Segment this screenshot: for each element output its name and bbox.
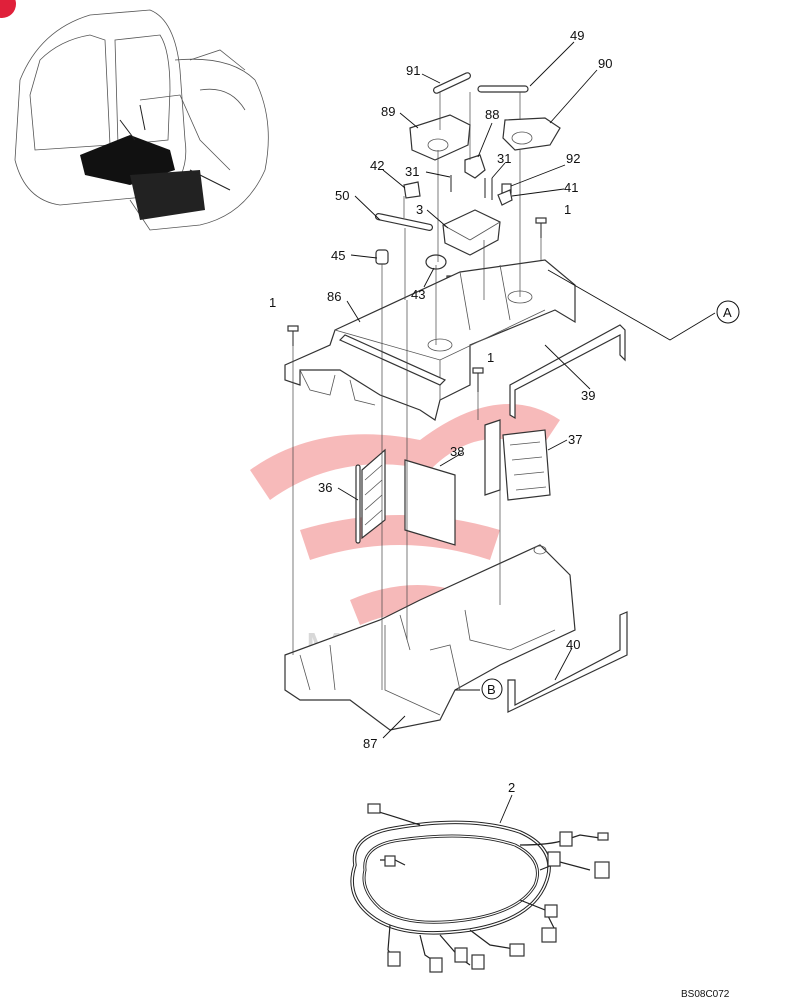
part-37-filter (502, 429, 551, 501)
callout-90: 90 (598, 56, 612, 71)
callout-86: 86 (327, 289, 341, 304)
callout-42: 42 (370, 158, 384, 173)
top-components (374, 72, 561, 296)
part-39-seal (509, 324, 626, 420)
part-38-filter (404, 459, 456, 546)
callout-31-left: 31 (405, 164, 419, 179)
callout-43: 43 (411, 287, 425, 302)
corner-badge (0, 0, 16, 18)
callout-89: 89 (381, 104, 395, 119)
drawing-code: BS08C072 (681, 989, 730, 1000)
callout-41: 41 (564, 180, 578, 195)
callout-49: 49 (570, 28, 584, 43)
filters (355, 419, 551, 546)
marker-a-circle (716, 300, 740, 324)
callout-31-right: 31 (497, 151, 511, 166)
callout-40: 40 (566, 637, 580, 652)
marker-a-label: A (723, 305, 732, 320)
callout-1-left: 1 (269, 295, 276, 310)
callout-38: 38 (450, 444, 464, 459)
callout-92: 92 (566, 151, 580, 166)
callout-37: 37 (568, 432, 582, 447)
callout-3: 3 (416, 202, 423, 217)
part-49-rod (477, 85, 529, 93)
callout-87: 87 (363, 736, 377, 751)
part-36-filter (361, 448, 386, 540)
marker-b-circle (481, 678, 503, 700)
leader-lines (337, 41, 716, 824)
part-91-rod (432, 72, 472, 94)
callout-45: 45 (331, 248, 345, 263)
part-40-seal (507, 611, 628, 713)
part-87-lower-tray (284, 544, 576, 731)
callout-36: 36 (318, 480, 332, 495)
callout-39: 39 (581, 388, 595, 403)
callout-50: 50 (335, 188, 349, 203)
part-45-knob (375, 249, 389, 265)
part-90-switch (502, 117, 561, 151)
part-86-upper-tray (284, 259, 576, 421)
callout-88: 88 (485, 107, 499, 122)
marker-b-label: B (487, 682, 496, 697)
alignment-lines (292, 92, 542, 690)
callout-2: 2 (508, 780, 515, 795)
inset-cab-illustration (14, 9, 269, 231)
callout-91: 91 (406, 63, 420, 78)
part-2-wire-harness (350, 803, 610, 973)
callout-1-middle: 1 (487, 350, 494, 365)
part-3-box (442, 209, 501, 256)
callout-1-top-right: 1 (564, 202, 571, 217)
part-89-switch (409, 114, 471, 161)
